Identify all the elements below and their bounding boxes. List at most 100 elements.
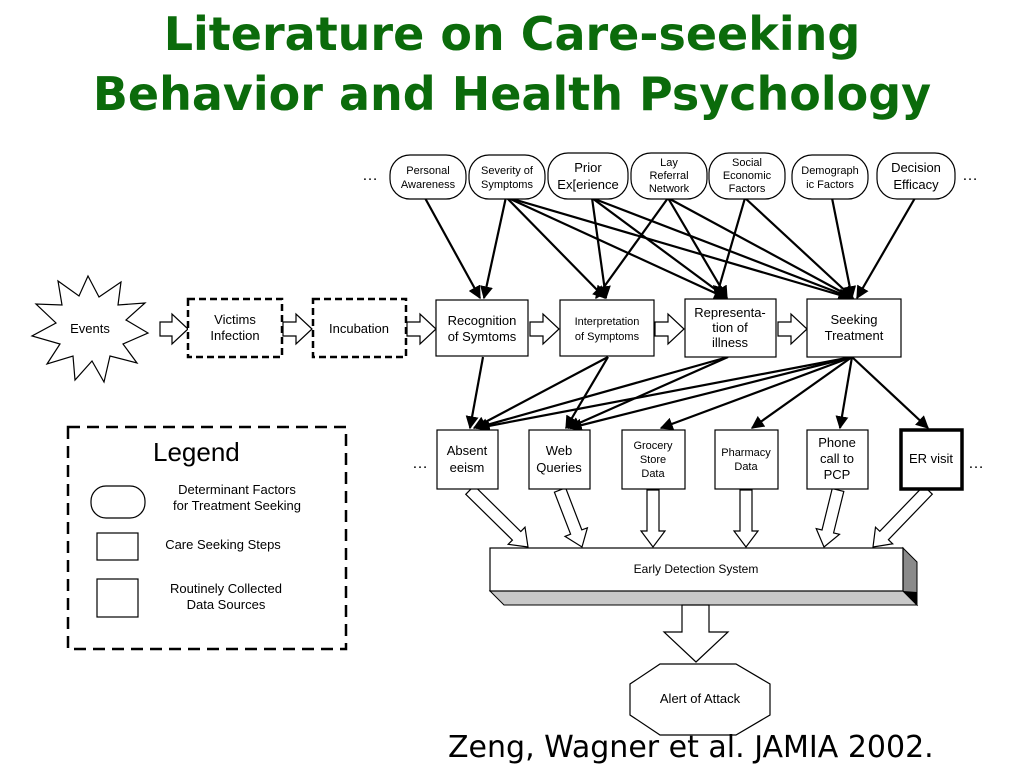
step-representation: Representa- tion of illness: [684, 298, 777, 358]
factor-label: Awareness: [401, 179, 456, 191]
legend-label: Data Sources: [187, 597, 266, 612]
step-label: illness: [712, 335, 749, 350]
factor-label: ic Factors: [806, 179, 854, 191]
arrow-seek-web: [568, 355, 853, 432]
ellipsis-left-factors: …: [362, 167, 378, 184]
arrow-interp-web: [565, 356, 609, 430]
title-line-1: Literature on Care-seeking: [163, 7, 861, 61]
arrow-recog-absent: [465, 356, 485, 430]
legend-source-swatch: [96, 578, 139, 618]
legend-label: Determinant Factors: [178, 482, 296, 497]
source-phone-call-pcp: Phone call to PCP: [806, 429, 869, 490]
step-label: Recognition: [448, 313, 517, 328]
incubation-box: Incubation: [311, 297, 408, 359]
factor-label: Demograph: [801, 165, 858, 177]
arrow-interpretation-representation: [654, 312, 685, 346]
legend-ellipse-swatch: [90, 485, 146, 519]
step-label: tion of: [712, 320, 748, 335]
source-label: Phone: [818, 435, 856, 450]
arrow-lay-interp: [595, 197, 669, 300]
factor-personal-awareness: Personal Awareness: [389, 154, 467, 200]
influence-arrows: [424, 195, 929, 433]
arrow-infection-incubation: [282, 312, 313, 346]
step-recognition: Recognition of Symtoms: [435, 299, 529, 357]
factor-decision-efficacy: Decision Efficacy: [876, 152, 956, 200]
arrow-aware-recog: [424, 197, 481, 300]
factor-social-economic-factors: Social Economic Factors: [708, 152, 786, 200]
legend: Legend Determinant Factors for Treatment…: [66, 425, 348, 651]
arrow-phone-eds: [815, 487, 845, 548]
alert-of-attack: Alert of Attack: [629, 663, 771, 736]
step-label: Incubation: [329, 321, 389, 336]
source-label: PCP: [824, 467, 851, 482]
factor-label: Severity of: [481, 165, 534, 177]
source-label: Queries: [536, 460, 582, 475]
arrow-social-seek: [744, 197, 854, 299]
ellipsis-left-sources: …: [412, 455, 428, 472]
factor-demographic-factors: Demograph ic Factors: [791, 154, 869, 200]
source-label: eeism: [450, 460, 485, 475]
step-label: Treatment: [825, 328, 884, 343]
ellipsis-right-sources: …: [968, 455, 984, 472]
legend-label: Care Seeking Steps: [165, 537, 281, 552]
arrow-prior-seek: [591, 196, 854, 300]
source-label: Grocery: [633, 440, 673, 452]
arrow-demo-seek: [830, 197, 857, 300]
factor-label: Decision: [891, 160, 941, 175]
factor-label: Lay: [660, 157, 678, 169]
factor-label: Economic: [723, 170, 772, 182]
data-flow-arrows: [464, 484, 934, 548]
arrow-prior-interp: [590, 197, 611, 300]
arrow-incubation-recognition: [406, 312, 437, 346]
factor-label: Social: [732, 157, 762, 169]
arrow-lay-repr: [667, 197, 728, 300]
citation: Zeng, Wagner et al. JAMIA 2002.: [448, 730, 934, 765]
arrow-repr-web: [566, 355, 729, 430]
ellipsis-right-factors: …: [962, 167, 978, 184]
factor-label: Network: [649, 183, 690, 195]
factor-label: Efficacy: [893, 177, 939, 192]
arrow-lay-seek: [667, 197, 855, 299]
arrow-seek-pharmacy: [750, 356, 853, 429]
arrow-representation-seeking: [777, 312, 808, 346]
factor-label: Prior: [574, 160, 602, 175]
source-label: call to: [820, 451, 854, 466]
step-label: Victims: [214, 312, 256, 327]
step-label: of Symptoms: [575, 331, 640, 343]
arrow-repr-absent: [474, 355, 729, 432]
source-er-visit: ER visit: [899, 428, 964, 491]
arrow-grocery-eds: [639, 489, 667, 548]
victims-infection-box: Victims Infection: [186, 297, 284, 359]
legend-step-swatch: [96, 532, 139, 561]
source-label: ER visit: [909, 451, 953, 466]
title-line-2: Behavior and Health Psychology: [92, 67, 932, 121]
arrow-interp-absent: [472, 356, 609, 429]
legend-label: for Treatment Seeking: [173, 498, 301, 513]
source-label: Pharmacy: [721, 447, 771, 459]
factor-label: Ex[erience: [557, 177, 618, 192]
factor-prior-experience: Prior Ex[erience: [547, 152, 629, 200]
legend-label: Routinely Collected: [170, 581, 282, 596]
arrow-pharmacy-eds: [732, 489, 760, 548]
arrow-seek-er: [851, 356, 929, 429]
factor-severity-of-symptoms: Severity of Symptoms: [468, 154, 546, 200]
arrow-seek-phone: [835, 356, 854, 430]
arrow-absent-eds: [464, 484, 529, 548]
chain-arrows: [159, 312, 808, 346]
arrow-events-infection: [159, 312, 189, 346]
arrow-decision-seek: [856, 197, 916, 300]
step-label: of Symtoms: [448, 329, 517, 344]
factor-label: Referral: [649, 170, 688, 182]
legend-title: Legend: [153, 437, 240, 467]
step-label: Interpretation: [575, 316, 640, 328]
source-grocery-store: Grocery Store Data: [621, 429, 686, 490]
source-label: Data: [734, 461, 758, 473]
source-web-queries: Web Queries: [528, 429, 591, 490]
step-seeking-treatment: Seeking Treatment: [806, 298, 902, 358]
step-label: Seeking: [831, 312, 878, 327]
factor-label: Factors: [729, 183, 766, 195]
source-label: Store: [640, 454, 666, 466]
events-burst: Events: [30, 274, 150, 384]
source-label: Web: [546, 443, 573, 458]
